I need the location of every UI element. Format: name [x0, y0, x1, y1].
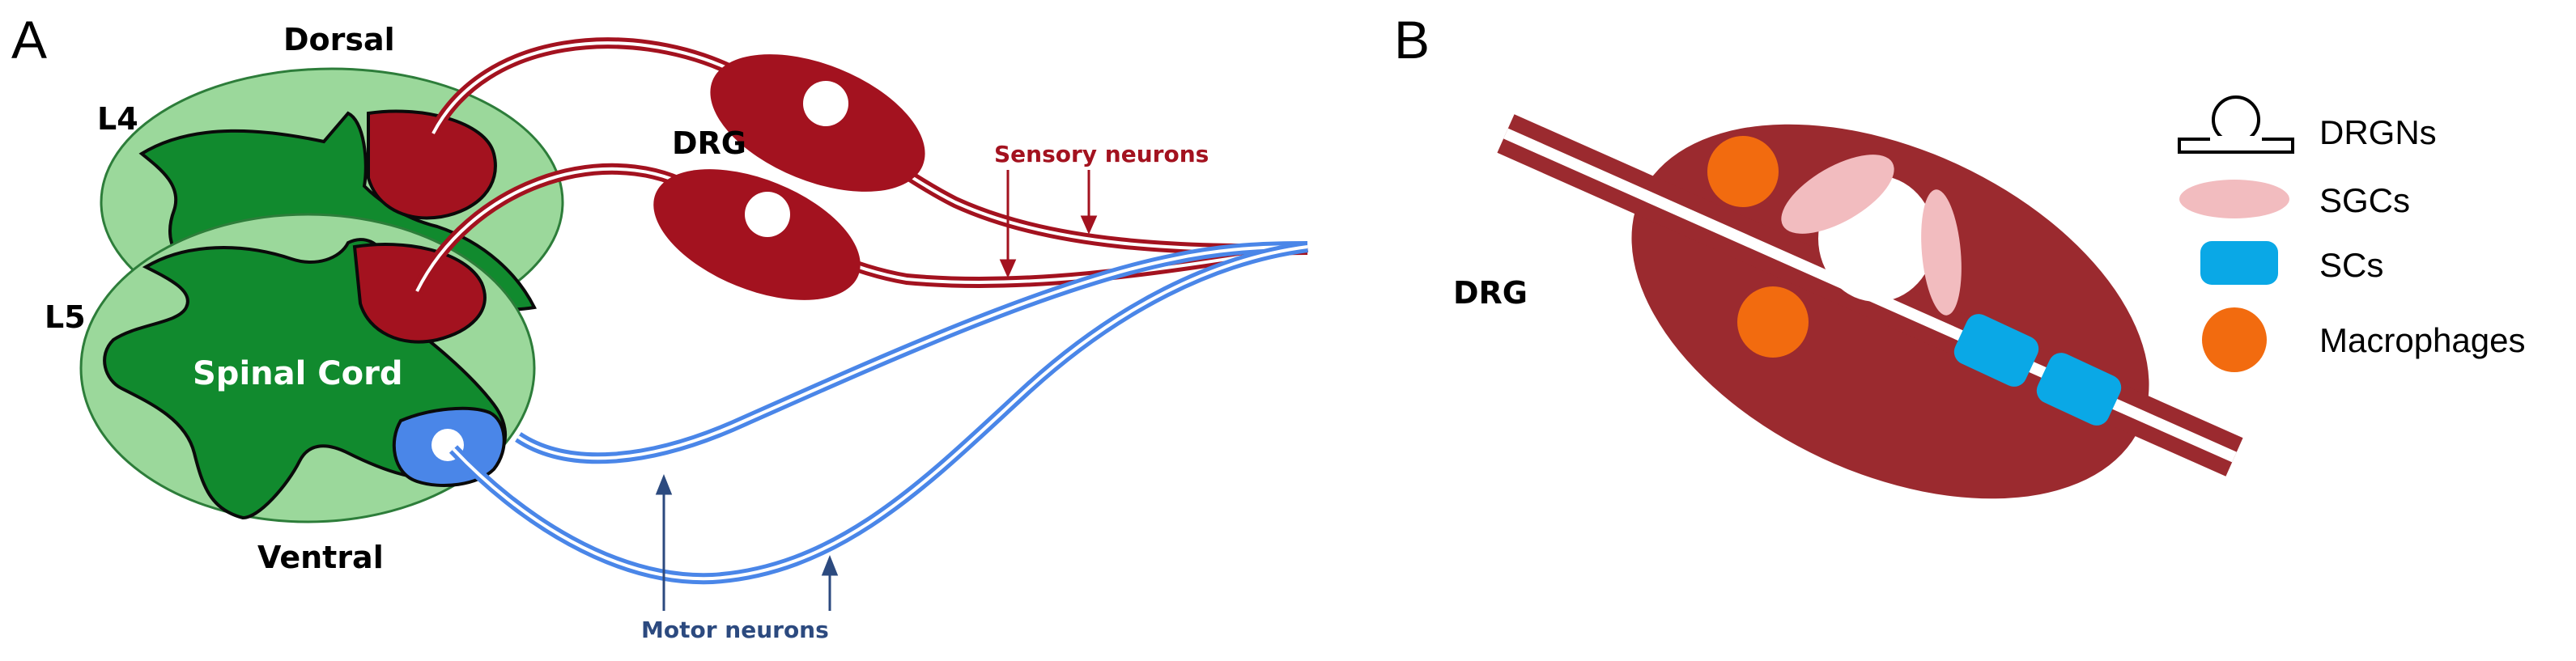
drg-label-a: DRG [672, 125, 746, 161]
drg-label-b: DRG [1453, 275, 1528, 311]
sensory-neurons-label: Sensory neurons [994, 141, 1209, 167]
panel-a: A [11, 10, 1309, 643]
dorsal-label: Dorsal [283, 22, 395, 57]
drg-ganglion-upper [710, 54, 925, 192]
panel-b: B DRG DRGNs [1394, 10, 2525, 499]
legend: DRGNs SGCs SCs Macrophages [2178, 95, 2525, 372]
legend-item-macrophages: Macrophages [2202, 307, 2525, 372]
macrophage-cell [1737, 286, 1809, 358]
legend-label: Macrophages [2319, 321, 2525, 359]
sensory-pointer-arrows [999, 170, 1098, 278]
drg-neuron-soma [803, 81, 848, 126]
sgc-cell [1781, 155, 1894, 234]
sc-icon [2200, 241, 2278, 285]
motor-axon-upper [515, 241, 1308, 464]
l4-label: L4 [97, 101, 138, 137]
sgc-icon [2179, 180, 2289, 218]
l5-label: L5 [45, 299, 86, 335]
panel-a-letter: A [11, 10, 47, 70]
motor-neurons-label: Motor neurons [641, 617, 829, 643]
legend-item-sgcs: SGCs [2179, 180, 2410, 219]
l5-dorsal-horn [352, 243, 487, 344]
motor-axon-lower [448, 241, 1308, 585]
legend-label: SGCs [2319, 181, 2410, 219]
drgn-icon [2178, 95, 2294, 154]
motor-axons [448, 241, 1308, 585]
schwann-cell [1953, 314, 2039, 387]
drg-neuron-soma [745, 192, 790, 237]
spinal-cord-label: Spinal Cord [193, 355, 402, 392]
ventral-label: Ventral [257, 540, 384, 575]
legend-item-scs: SCs [2200, 241, 2383, 285]
schwann-cell [2036, 353, 2122, 426]
sgc-cell [1921, 189, 1962, 316]
legend-label: SCs [2319, 246, 2383, 284]
macrophage-icon [2202, 307, 2267, 372]
legend-item-drgns: DRGNs [2178, 95, 2437, 154]
macrophage-cell [1707, 136, 1779, 207]
motor-pointer-arrows [655, 473, 839, 611]
drg-ganglion-lower [653, 169, 861, 300]
panel-b-letter: B [1394, 10, 1430, 70]
legend-label: DRGNs [2319, 113, 2437, 151]
